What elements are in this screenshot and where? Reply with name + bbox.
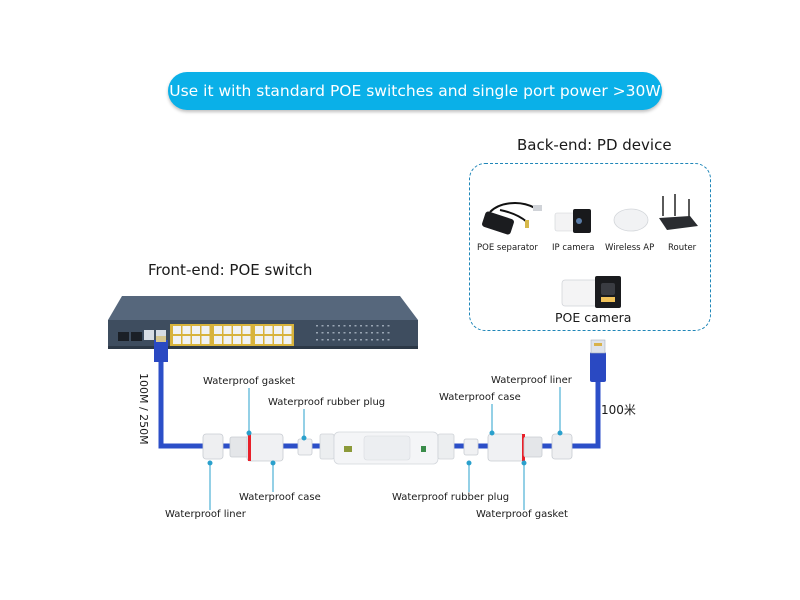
switch-led xyxy=(327,332,329,334)
device-label-router: Router xyxy=(668,243,697,253)
switch-led xyxy=(354,332,357,334)
device-label-ip-camera: IP camera xyxy=(552,243,595,253)
switch-led xyxy=(343,325,346,327)
switch-led xyxy=(382,332,384,334)
switch-port xyxy=(214,326,222,334)
poe-switch xyxy=(108,296,418,349)
switch-port xyxy=(274,336,282,344)
switch-port xyxy=(242,336,251,344)
switch-port xyxy=(173,326,181,334)
switch-led xyxy=(321,339,324,341)
bullet-camera-icon xyxy=(561,276,621,308)
pd-device-group xyxy=(469,163,711,331)
callout-right-gasket: Waterproof gasket xyxy=(476,509,568,520)
switch-led xyxy=(387,325,390,327)
switch-led xyxy=(376,332,379,334)
switch-led xyxy=(360,339,362,341)
callout-left-case: Waterproof case xyxy=(239,492,321,503)
switch-led xyxy=(338,339,340,341)
poe-splitter-icon xyxy=(482,202,542,235)
switch-led xyxy=(371,325,373,327)
switch-port xyxy=(242,326,251,334)
waterproof-assembly-right xyxy=(463,433,573,462)
switch-port xyxy=(233,336,241,344)
switch-led xyxy=(387,339,390,341)
cable-length-right: 100米 xyxy=(601,403,636,417)
switch-led xyxy=(376,339,379,341)
router-icon xyxy=(659,194,698,230)
switch-port xyxy=(223,326,232,334)
callout-right-rubber-plug: Waterproof rubber plug xyxy=(392,492,510,503)
switch-led xyxy=(338,332,340,334)
switch-port xyxy=(274,326,282,334)
callout-left-liner: Waterproof liner xyxy=(165,509,246,520)
callout-right-liner: Waterproof liner xyxy=(491,375,572,386)
switch-led xyxy=(327,325,329,327)
switch-port xyxy=(192,326,200,334)
rj45-plug-left xyxy=(154,336,168,362)
callout-right-case: Waterproof case xyxy=(439,392,521,403)
switch-led xyxy=(371,332,373,334)
switch-led xyxy=(349,332,351,334)
switch-led xyxy=(316,325,318,327)
headline-banner: Use it with standard POE switches and si… xyxy=(168,72,662,110)
switch-led xyxy=(360,325,362,327)
switch-led xyxy=(327,339,329,341)
switch-port xyxy=(255,336,263,344)
switch-port xyxy=(283,336,292,344)
switch-port xyxy=(182,326,191,334)
switch-led xyxy=(343,339,346,341)
switch-port xyxy=(283,326,292,334)
switch-port xyxy=(255,326,263,334)
switch-port xyxy=(223,336,232,344)
switch-led xyxy=(316,332,318,334)
switch-port xyxy=(214,336,222,344)
switch-led xyxy=(332,325,335,327)
switch-led xyxy=(354,339,357,341)
switch-port xyxy=(264,326,273,334)
wireless-ap-icon xyxy=(613,208,649,232)
callout-left-rubber-plug: Waterproof rubber plug xyxy=(268,397,386,408)
switch-port xyxy=(264,336,273,344)
switch-led xyxy=(354,325,357,327)
switch-led xyxy=(321,325,324,327)
back-end-title: Back-end: PD device xyxy=(517,136,672,154)
device-label-poe-camera: POE camera xyxy=(555,310,632,325)
switch-led xyxy=(349,339,351,341)
rj45-plug-right xyxy=(590,339,606,382)
switch-led xyxy=(316,339,318,341)
switch-led xyxy=(321,332,324,334)
switch-led xyxy=(349,325,351,327)
callout-left-gasket: Waterproof gasket xyxy=(203,376,295,387)
switch-port xyxy=(201,336,210,344)
device-label-wireless-ap: Wireless AP xyxy=(605,243,655,253)
front-end-title: Front-end: POE switch xyxy=(148,261,313,279)
switch-led xyxy=(371,339,373,341)
switch-led xyxy=(382,325,384,327)
switch-port xyxy=(192,336,200,344)
switch-led xyxy=(382,339,384,341)
waterproof-assembly-left xyxy=(202,433,313,462)
switch-led xyxy=(343,332,346,334)
switch-led xyxy=(365,339,368,341)
switch-port xyxy=(233,326,241,334)
switch-led xyxy=(332,339,335,341)
device-label-poe-separator: POE separator xyxy=(477,243,538,253)
poe-extender-device xyxy=(319,431,455,465)
switch-port xyxy=(201,326,210,334)
switch-port xyxy=(182,336,191,344)
callout-lines xyxy=(207,387,563,510)
switch-led xyxy=(365,325,368,327)
switch-led xyxy=(360,332,362,334)
switch-port xyxy=(173,336,181,344)
ip-camera-icon xyxy=(554,209,591,233)
switch-led xyxy=(387,332,390,334)
switch-led xyxy=(376,325,379,327)
switch-led xyxy=(365,332,368,334)
switch-led xyxy=(332,332,335,334)
switch-led xyxy=(338,325,340,327)
